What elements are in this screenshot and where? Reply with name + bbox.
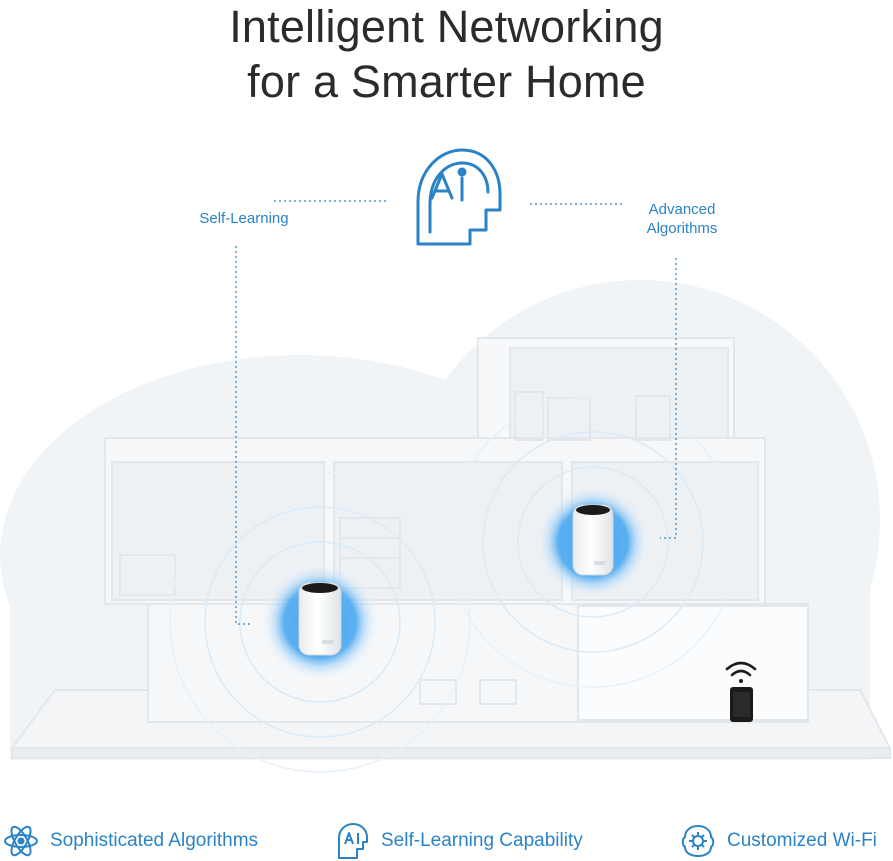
callout-connectors [235,200,677,625]
feature-label: Self-Learning Capability [381,830,583,851]
mesh-router-left [298,582,342,656]
mesh-router-right [572,504,614,576]
callout-right-line-2: Algorithms [646,220,718,237]
smartphone-icon [730,687,753,722]
callout-right-line-1: Advanced [648,201,716,218]
wifi-ripples [169,396,739,773]
title-line-2: for a Smarter Home [247,56,646,107]
feature-label: Sophisticated Algorithms [50,830,259,851]
feature-self-learning-capability: Self-Learning Capability [333,822,583,860]
ai-head-icon [416,148,502,246]
title-line-1: Intelligent Networking [229,1,664,52]
ai-head-small-icon [338,823,368,859]
feature-sophisticated-algorithms: Sophisticated Algorithms [2,822,258,860]
feature-customized-wifi: Customized Wi-Fi [679,822,877,860]
callout-self-learning: Self-Learning [199,210,289,227]
callout-advanced-algorithms: Advanced Algorithms [626,200,738,238]
brain-gear-icon [681,824,715,858]
atom-icon [4,825,38,857]
wifi-signal-icon [725,661,757,683]
page-title: Intelligent Networking for a Smarter Hom… [0,0,893,109]
feature-label: Customized Wi-Fi [727,830,877,851]
